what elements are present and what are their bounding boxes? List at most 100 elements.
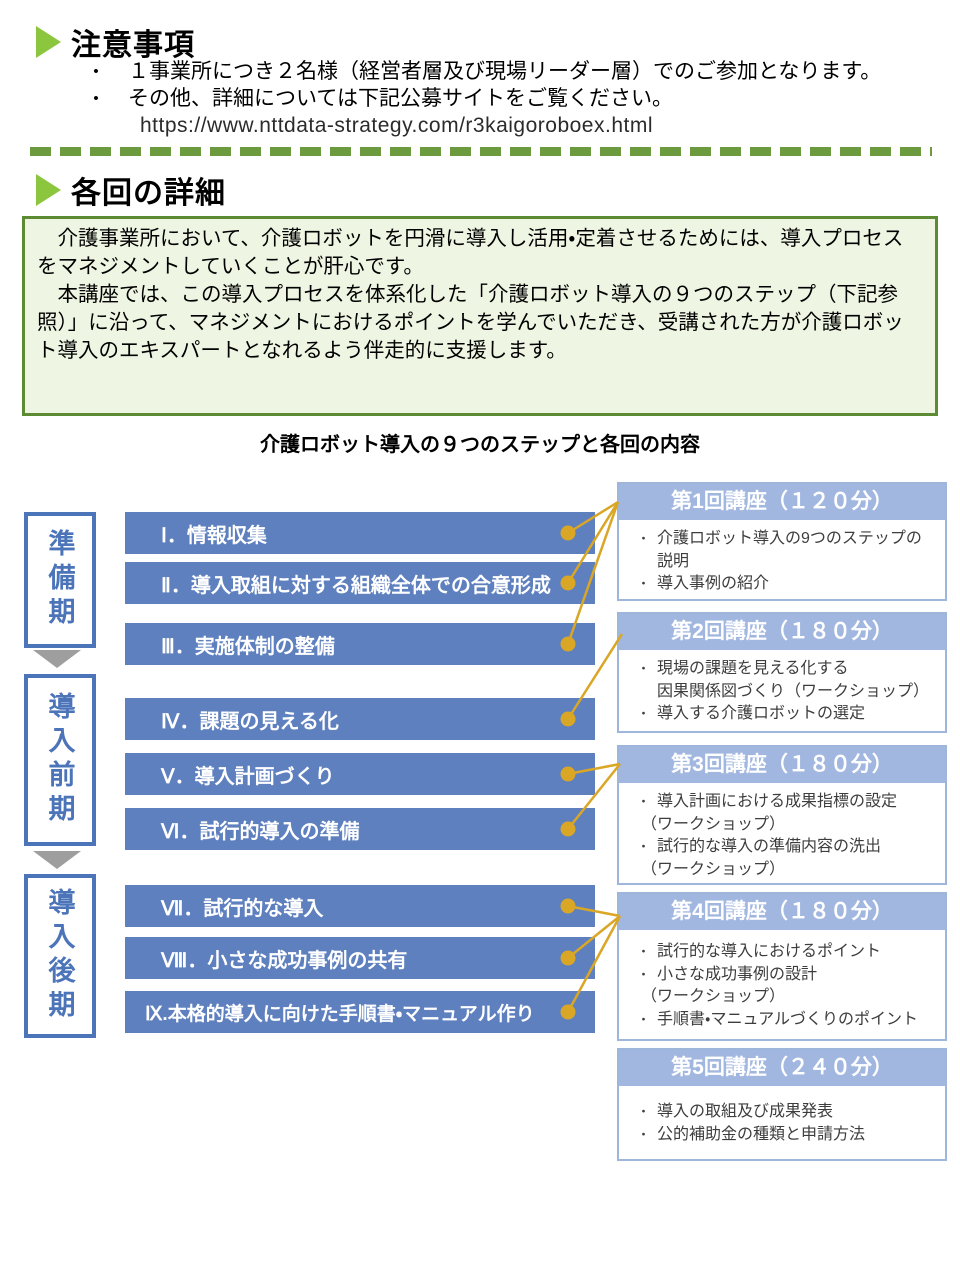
session-5-title: 第5回講座（２４０分） (619, 1050, 945, 1089)
list-item-text: 手順書・マニュアルづくりのポイント (657, 1010, 918, 1028)
middot-bullet-icon: ・ (637, 794, 651, 809)
session-5-body: ・導入の取組及び成果発表 ・公的補助金の種類と申請方法 (619, 1089, 945, 1146)
list-item-text: 公的補助金の種類と申請方法 (657, 1125, 866, 1143)
middot-bullet-icon: ・ (637, 839, 651, 854)
session-3-title: 第3回講座（１８０分） (619, 747, 945, 786)
session-2-body: ・現場の課題を見える化する 因果関係図づくり（ワークショップ） ・導入する介護ロ… (619, 653, 945, 726)
session-box-2: 第2回講座（１８０分） ・現場の課題を見える化する 因果関係図づくり（ワークショ… (617, 612, 947, 733)
list-item: 説明 (627, 551, 937, 574)
list-item-text: 小さな成功事例の設計 (657, 965, 818, 983)
notice-bullet-1-text: １事業所につき２名様（経営者層及び現場リーダー層）でのご参加となります。 (128, 60, 882, 83)
step-2-label: Ⅱ．導入取組に対する組織全体での合意形成 (161, 574, 551, 597)
bullet-dot-icon: • (93, 90, 99, 107)
list-item-text: （ワークショップ） (641, 860, 786, 878)
list-item: ・小さな成功事例の設計 (627, 964, 937, 987)
list-item-text: 導入事例の紹介 (657, 575, 770, 592)
step-3-label: Ⅲ．実施体制の整備 (161, 635, 335, 658)
session-4-title: 第4回講座（１８０分） (619, 894, 945, 933)
step-bar-7: Ⅶ．試行的な導入 (125, 885, 595, 927)
session-4-body: ・試行的な導入におけるポイント ・小さな成功事例の設計 （ワークショップ） ・手… (619, 933, 945, 1031)
down-arrow-icon (33, 851, 81, 869)
notice-title: 注意事項 (71, 29, 195, 62)
phase-pre-introduction: 導入前期 (24, 674, 96, 846)
dashed-divider (30, 147, 932, 156)
middot-bullet-icon: ・ (637, 1126, 651, 1142)
session-box-4: 第4回講座（１８０分） ・試行的な導入におけるポイント ・小さな成功事例の設計 … (617, 892, 947, 1041)
phase-post-introduction: 導入後期 (24, 874, 96, 1038)
list-item: （ワークショップ） (627, 986, 937, 1009)
session-box-1: 第1回講座（１２０分） ・介護ロボット導入の9つのステップの 説明 ・導入事例の… (617, 482, 947, 601)
step-bar-8: Ⅷ．小さな成功事例の共有 (125, 937, 595, 979)
list-item-text: 試行的な導入の準備内容の洗出 (657, 838, 882, 855)
middot-bullet-icon: ・ (637, 1104, 651, 1119)
list-item: ・導入事例の紹介 (627, 573, 937, 596)
middot-bullet-icon: ・ (637, 966, 651, 982)
list-item: ・公的補助金の種類と申請方法 (627, 1124, 937, 1147)
session-3-body: ・導入計画における成果指標の設定 （ワークショップ） ・試行的な導入の準備内容の… (619, 786, 945, 881)
list-item: ・導入計画における成果指標の設定 (627, 791, 937, 814)
intro-paragraph-1: 介護事業所において、介護ロボットを円滑に導入し活用・定着させるためには、導入プロ… (37, 227, 904, 278)
details-heading: 各回の詳細 (36, 168, 226, 212)
list-item-text: （ワークショップ） (641, 815, 786, 833)
notice-bullet-2-text: その他、詳細については下記公募サイトをご覧ください。 (128, 87, 673, 110)
green-triangle-icon (36, 26, 61, 58)
phase-post-introduction-label: 導入後期 (44, 888, 75, 1024)
details-title: 各回の詳細 (71, 177, 226, 210)
notice-heading: 注意事項 (36, 20, 195, 64)
middot-bullet-icon: ・ (637, 1011, 651, 1027)
step-8-label: Ⅷ．小さな成功事例の共有 (161, 949, 408, 972)
list-item: ・試行的な導入におけるポイント (627, 941, 937, 964)
session-box-3: 第3回講座（１８０分） ・導入計画における成果指標の設定 （ワークショップ） ・… (617, 745, 947, 885)
intro-paragraph-2: 本講座では、この導入プロセスを体系化した「介護ロボット導入の９つのステップ（下記… (37, 282, 904, 362)
step-5-label: Ⅴ．導入計画づくり (161, 765, 335, 788)
list-item: 因果関係図づくり（ワークショップ） (627, 681, 937, 704)
list-item-text: 導入の取組及び成果発表 (657, 1103, 834, 1120)
list-item: （ワークショップ） (627, 859, 937, 882)
diagram-title: 介護ロボット導入の９つのステップと各回の内容 (260, 434, 700, 456)
phase-preparation-label: 準備期 (44, 529, 75, 631)
down-arrow-icon (33, 650, 81, 668)
list-item: （ワークショップ） (627, 814, 937, 837)
step-9-label: Ⅸ.本格的導入に向けた手順書・マニュアル作り (145, 1003, 535, 1025)
middot-bullet-icon: ・ (637, 706, 651, 721)
application-site-url[interactable]: https://www.nttdata-strategy.com/r3kaigo… (140, 114, 653, 137)
step-6-label: Ⅵ．試行的導入の準備 (161, 820, 360, 843)
list-item-text: 説明 (657, 552, 690, 570)
bullet-dot-icon: • (93, 63, 99, 80)
step-bar-5: Ⅴ．導入計画づくり (125, 753, 595, 795)
session-1-body: ・介護ロボット導入の9つのステップの 説明 ・導入事例の紹介 (619, 523, 945, 596)
list-item-text: 因果関係図づくり（ワークショップ） (657, 682, 930, 700)
step-bar-4: Ⅳ．課題の見える化 (125, 698, 595, 740)
session-box-5: 第5回講座（２４０分） ・導入の取組及び成果発表 ・公的補助金の種類と申請方法 (617, 1048, 947, 1161)
step-bar-6: Ⅵ．試行的導入の準備 (125, 808, 595, 850)
middot-bullet-icon: ・ (637, 661, 651, 676)
step-bar-3: Ⅲ．実施体制の整備 (125, 623, 595, 665)
list-item-text: 導入計画における成果指標の設定 (657, 793, 898, 810)
list-item-text: （ワークショップ） (641, 988, 786, 1005)
list-item-text: 介護ロボット導入の9つのステップの (657, 530, 922, 547)
step-4-label: Ⅳ．課題の見える化 (161, 710, 339, 733)
middot-bullet-icon: ・ (637, 531, 651, 546)
green-triangle-icon (36, 174, 61, 206)
step-bar-2: Ⅱ．導入取組に対する組織全体での合意形成 (125, 562, 595, 604)
list-item-text: 試行的な導入におけるポイント (657, 943, 882, 960)
list-item: ・試行的な導入の準備内容の洗出 (627, 836, 937, 859)
list-item: ・手順書・マニュアルづくりのポイント (627, 1009, 937, 1032)
list-item: ・現場の課題を見える化する (627, 658, 937, 681)
step-7-label: Ⅶ．試行的な導入 (161, 897, 324, 920)
list-item: ・導入する介護ロボットの選定 (627, 703, 937, 726)
notice-list: • １事業所につき２名様（経営者層及び現場リーダー層）でのご参加となります。 •… (88, 58, 944, 139)
list-item: ・導入の取組及び成果発表 (627, 1101, 937, 1124)
session-1-title: 第1回講座（１２０分） (619, 484, 945, 523)
session-2-title: 第2回講座（１８０分） (619, 614, 945, 653)
notice-bullet-2: • その他、詳細については下記公募サイトをご覧ください。 (88, 85, 944, 112)
step-bar-9: Ⅸ.本格的導入に向けた手順書・マニュアル作り (125, 991, 595, 1033)
intro-box: 介護事業所において、介護ロボットを円滑に導入し活用・定着させるためには、導入プロ… (22, 216, 938, 416)
list-item-text: 現場の課題を見える化する (657, 660, 849, 677)
middot-bullet-icon: ・ (637, 944, 651, 959)
list-item-text: 導入する介護ロボットの選定 (657, 705, 866, 722)
phase-preparation: 準備期 (24, 512, 96, 648)
step-1-label: Ⅰ．情報収集 (161, 524, 267, 547)
middot-bullet-icon: ・ (637, 576, 651, 591)
